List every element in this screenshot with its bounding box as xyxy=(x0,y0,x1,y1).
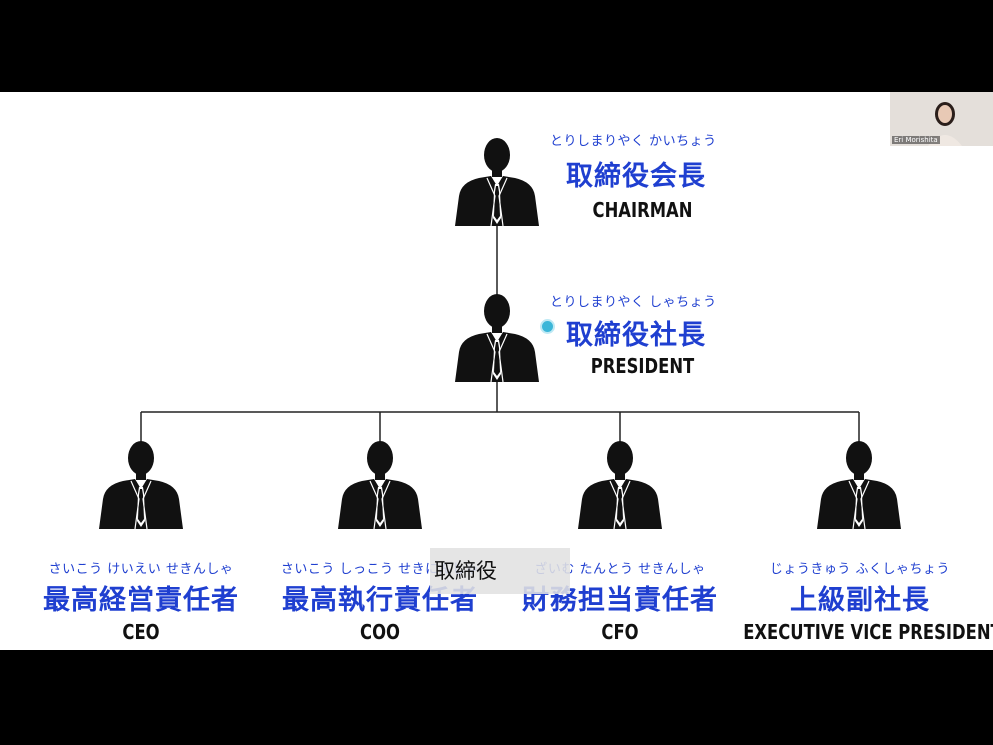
cfo-english: CFO xyxy=(601,620,639,644)
pointer-cursor xyxy=(540,319,555,334)
chairman-ruby: とりしまりやく かいちょう xyxy=(550,134,717,149)
evp-ruby: じょうきゅう ふくしゃちょう xyxy=(769,562,951,577)
president-kanji: 取締役社長 xyxy=(566,320,706,351)
cfo-person-icon xyxy=(574,437,666,529)
evp-english: EXECUTIVE VICE PRESIDENT xyxy=(743,620,993,644)
ceo-kanji: 最高経営責任者 xyxy=(43,585,239,616)
ceo-person-icon xyxy=(95,437,187,529)
org-connectors xyxy=(140,222,860,442)
ceo-ruby: さいこう けいえい せきんしゃ xyxy=(48,562,234,577)
chairman-english: CHAIRMAN xyxy=(592,198,693,222)
coo-ruby: さいこう しっこう せきにんしゃ xyxy=(280,562,480,577)
president-ruby: とりしまりやく しゃちょう xyxy=(550,295,717,310)
evp-kanji: 上級副社長 xyxy=(790,585,930,616)
slide: とりしまりやく かいちょう 取締役会長 CHAIRMAN とりしまりやく しゃち… xyxy=(0,92,993,650)
president-person-icon xyxy=(451,290,543,382)
evp-person-icon xyxy=(813,437,905,529)
president-english: PRESIDENT xyxy=(590,354,695,378)
webcam-name-label: Eri Morishita xyxy=(892,136,940,144)
chairman-kanji: 取締役会長 xyxy=(566,161,706,192)
chairman-person-icon xyxy=(451,134,543,226)
hover-tooltip: 取締役 xyxy=(430,548,570,594)
coo-english: COO xyxy=(360,620,400,644)
ceo-english: CEO xyxy=(122,620,160,644)
presenter-video-icon xyxy=(890,92,993,146)
webcam-thumbnail[interactable]: Eri Morishita xyxy=(890,92,993,146)
coo-person-icon xyxy=(334,437,426,529)
cfo-ruby: ざいむ たんとう せきんしゃ xyxy=(534,562,706,577)
